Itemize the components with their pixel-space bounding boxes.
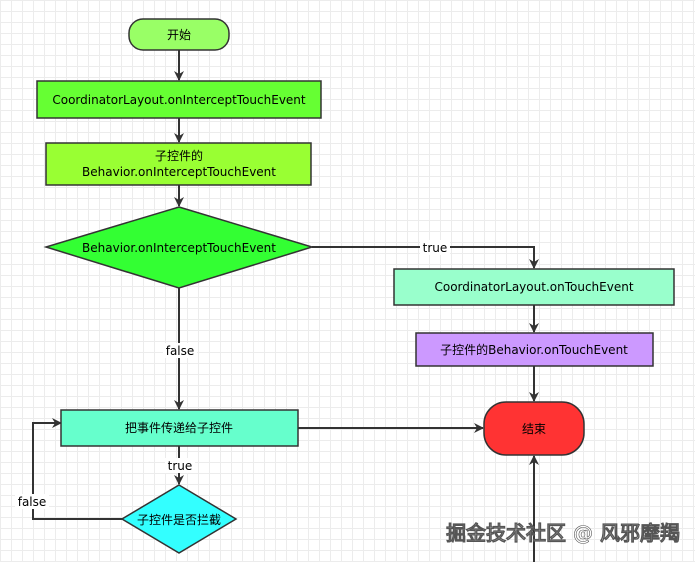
svg-text:子控件是否拦截: 子控件是否拦截	[137, 513, 221, 527]
svg-text:结束: 结束	[522, 422, 546, 436]
edge-label-false-left: false	[15, 494, 49, 509]
edge-label-true-right: true	[420, 240, 450, 255]
coordinator-intercept-node: CoordinatorLayout.onInterceptTouchEvent	[36, 80, 322, 119]
end-node: 结束	[483, 401, 585, 456]
svg-text:子控件的: 子控件的	[155, 148, 203, 163]
svg-text:false: false	[166, 344, 195, 358]
edge-label-false-down: false	[163, 343, 197, 358]
svg-text:Behavior.onInterceptTouchEvent: Behavior.onInterceptTouchEvent	[82, 165, 276, 179]
child-behavior-intercept-node: 子控件的 Behavior.onInterceptTouchEvent	[45, 142, 312, 186]
svg-text:true: true	[168, 459, 193, 473]
svg-text:CoordinatorLayout.onTouchEvent: CoordinatorLayout.onTouchEvent	[434, 280, 633, 294]
behavior-intercept-decision: Behavior.onInterceptTouchEvent	[43, 206, 315, 289]
edge-decision-child-false-loop	[32, 418, 122, 520]
start-node: 开始	[128, 18, 230, 51]
svg-text:子控件的Behavior.onTouchEvent: 子控件的Behavior.onTouchEvent	[440, 342, 628, 357]
svg-text:false: false	[18, 495, 47, 509]
edge-decision-true-to-coordinator-touch	[312, 246, 539, 269]
edge-label-true-down: true	[165, 458, 195, 473]
svg-text:开始: 开始	[167, 28, 191, 42]
child-intercept-decision: 子控件是否拦截	[120, 484, 238, 554]
coordinator-touch-node: CoordinatorLayout.onTouchEvent	[393, 268, 675, 306]
dispatch-to-child-node: 把事件传递给子控件	[60, 409, 299, 447]
svg-text:把事件传递给子控件: 把事件传递给子控件	[125, 420, 233, 435]
svg-text:Behavior.onInterceptTouchEvent: Behavior.onInterceptTouchEvent	[82, 241, 276, 255]
watermark: 掘金技术社区 @ 风邪摩羯	[446, 521, 680, 545]
svg-text:CoordinatorLayout.onInterceptT: CoordinatorLayout.onInterceptTouchEvent	[52, 93, 306, 107]
svg-text:true: true	[423, 241, 448, 255]
child-behavior-touch-node: 子控件的Behavior.onTouchEvent	[415, 332, 654, 367]
